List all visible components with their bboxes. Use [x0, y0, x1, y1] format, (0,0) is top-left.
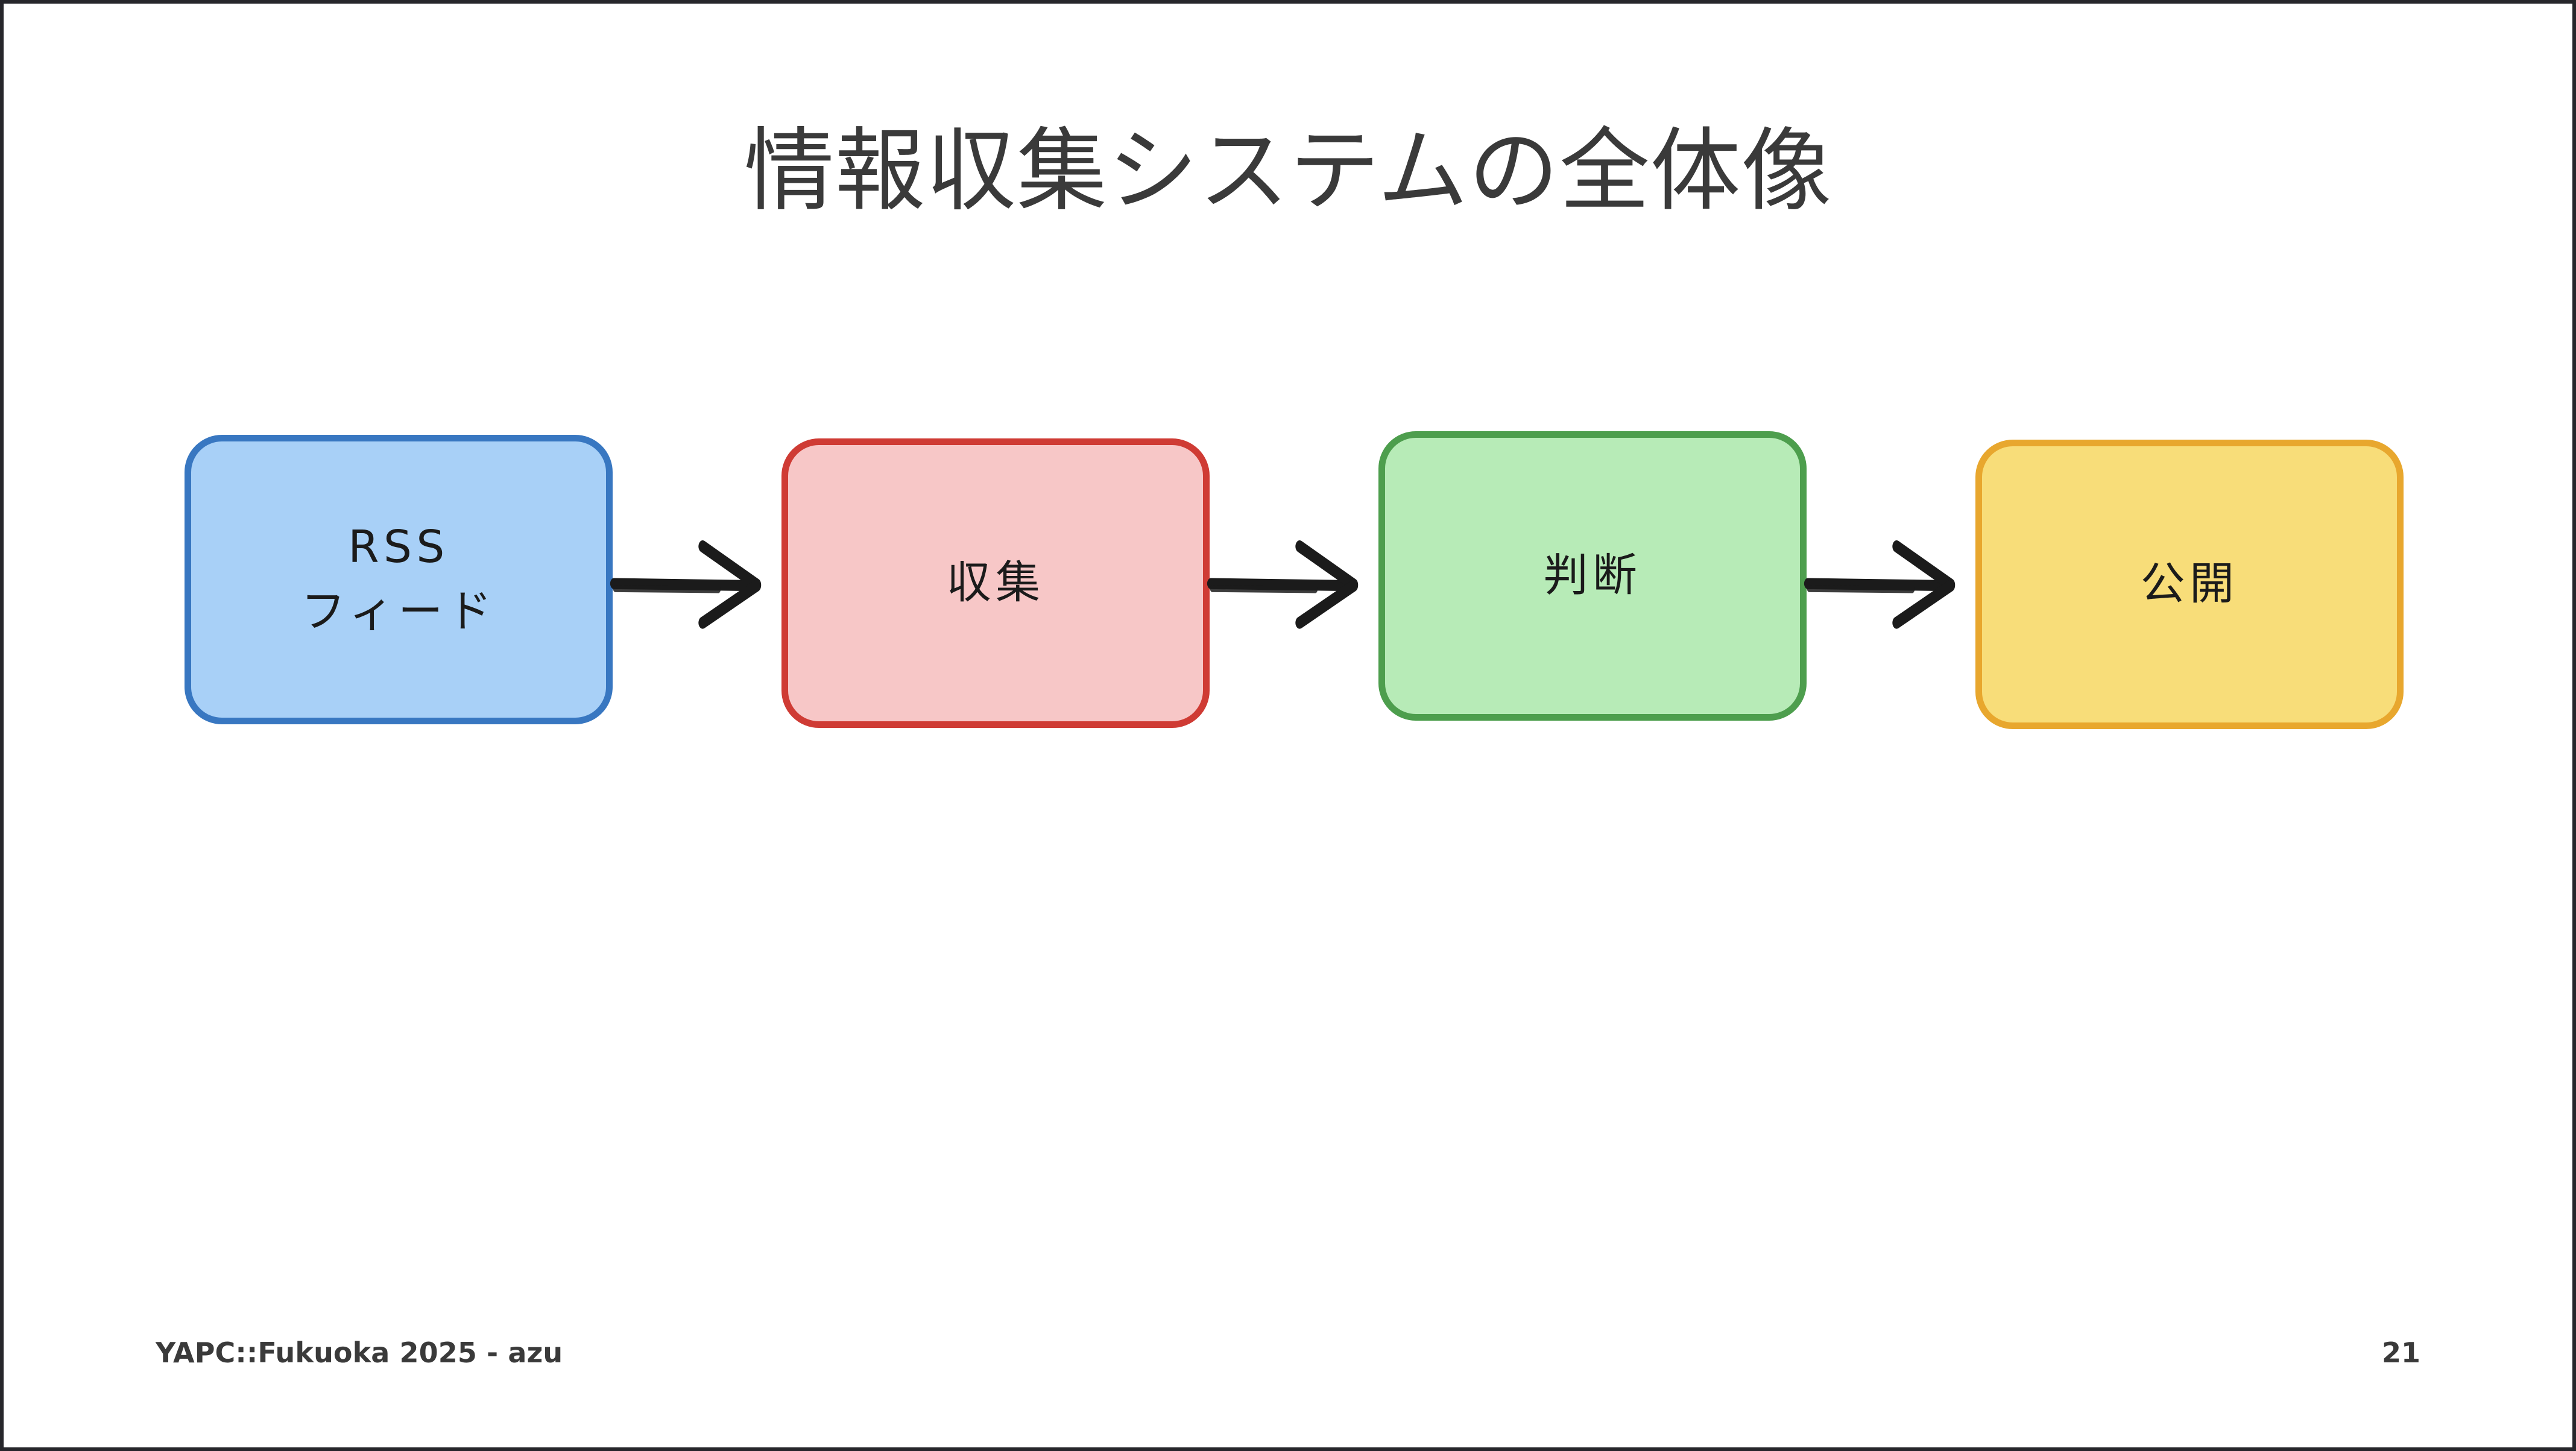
arrow-right-icon [610, 540, 762, 629]
flow-node-label: 判断 [1543, 549, 1642, 602]
flow-row: RSS フィード 収集 [185, 420, 2404, 745]
arrow-right-icon [1804, 540, 1956, 629]
page-title: 情報収集システムの全体像 [743, 119, 1833, 224]
flow-node-rss-feed[interactable]: RSS フィード [185, 435, 613, 724]
arrow-right-icon [1207, 540, 1359, 629]
footer-conference-label: YAPC::Fukuoka 2025 - azu [156, 1336, 563, 1369]
flow-edge-rss-feed-to-collect [610, 522, 781, 643]
flow-node-label: 公開 [2140, 558, 2239, 610]
flow-node-collect[interactable]: 収集 [781, 438, 1210, 728]
flow-node-publish[interactable]: 公開 [1975, 440, 2404, 729]
flow-node-label: RSS フィード [300, 520, 497, 637]
flow-diagram: RSS フィード 収集 [185, 420, 2404, 745]
flow-node-label: 収集 [946, 557, 1045, 609]
flow-edge-judge-to-publish [1804, 522, 1975, 643]
footer-page-number: 21 [2381, 1336, 2420, 1369]
flow-node-judge[interactable]: 判断 [1378, 431, 1807, 721]
flow-edge-collect-to-judge [1207, 522, 1378, 643]
